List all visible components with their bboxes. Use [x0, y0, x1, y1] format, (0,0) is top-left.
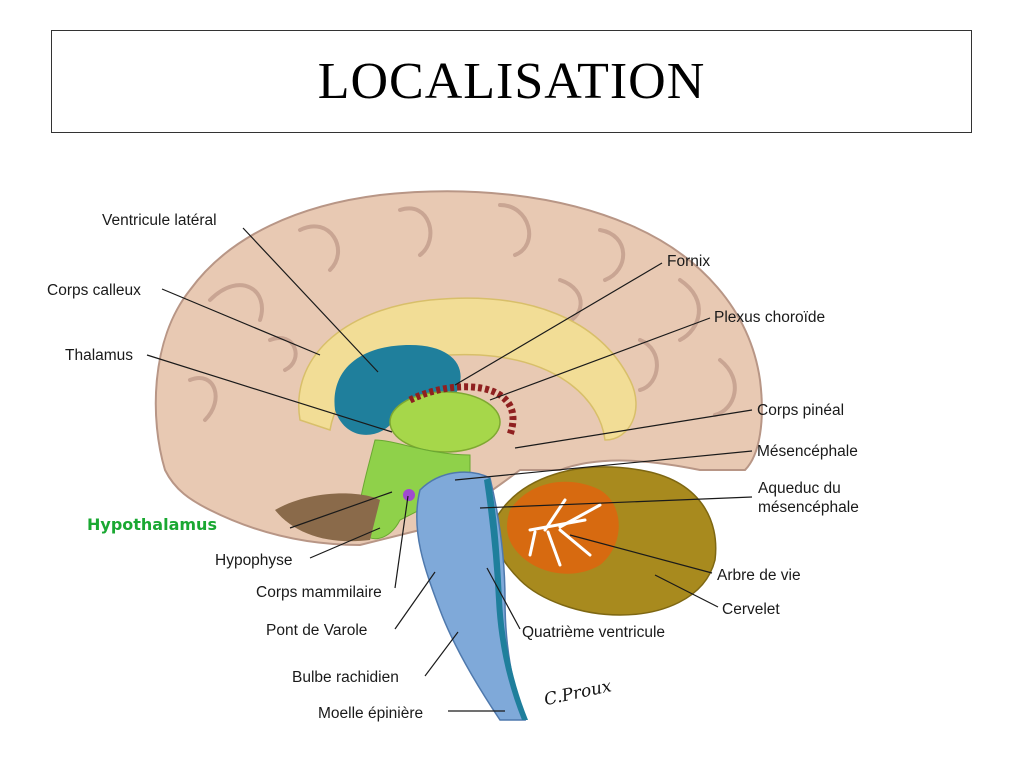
label-quatrieme-ventricule: Quatrième ventricule: [522, 624, 665, 641]
corps-mammilaire: [403, 489, 415, 501]
ventricule-lateral: [334, 345, 461, 435]
label-corps-pineal: Corps pinéal: [757, 402, 844, 419]
label-aqueduc-line2: mésencéphale: [758, 499, 859, 516]
label-mesencephale: Mésencéphale: [757, 443, 858, 460]
label-arbre-de-vie: Arbre de vie: [717, 567, 801, 584]
label-corps-calleux: Corps calleux: [47, 282, 141, 299]
arbre-de-vie: [507, 481, 619, 574]
page-title: LOCALISATION: [317, 53, 706, 110]
title-box: LOCALISATION: [51, 30, 972, 133]
artist-signature: C.Proux: [542, 676, 613, 710]
arbre-de-vie-branches: [528, 498, 602, 567]
label-plexus-choroide: Plexus choroïde: [714, 309, 825, 326]
leader-lines: [146, 227, 753, 712]
thalamus: [389, 391, 501, 453]
label-hypothalamus: Hypothalamus: [87, 515, 217, 534]
label-pont-de-varole: Pont de Varole: [266, 622, 367, 639]
label-hypophyse: Hypophyse: [215, 552, 293, 569]
plexus-choroide: [408, 383, 517, 437]
label-cervelet: Cervelet: [722, 601, 780, 618]
quatrieme-ventricule-shape: [484, 478, 528, 720]
label-thalamus: Thalamus: [65, 347, 133, 364]
label-corps-mammilaire: Corps mammilaire: [256, 584, 382, 601]
cortex-gyri: [188, 203, 737, 422]
label-ventricule-lateral: Ventricule latéral: [102, 212, 217, 229]
label-aqueduc-line1: Aqueduc du: [758, 480, 841, 497]
label-moelle-epiniere: Moelle épinière: [318, 705, 423, 722]
label-bulbe-rachidien: Bulbe rachidien: [292, 669, 399, 686]
label-fornix: Fornix: [667, 253, 710, 270]
